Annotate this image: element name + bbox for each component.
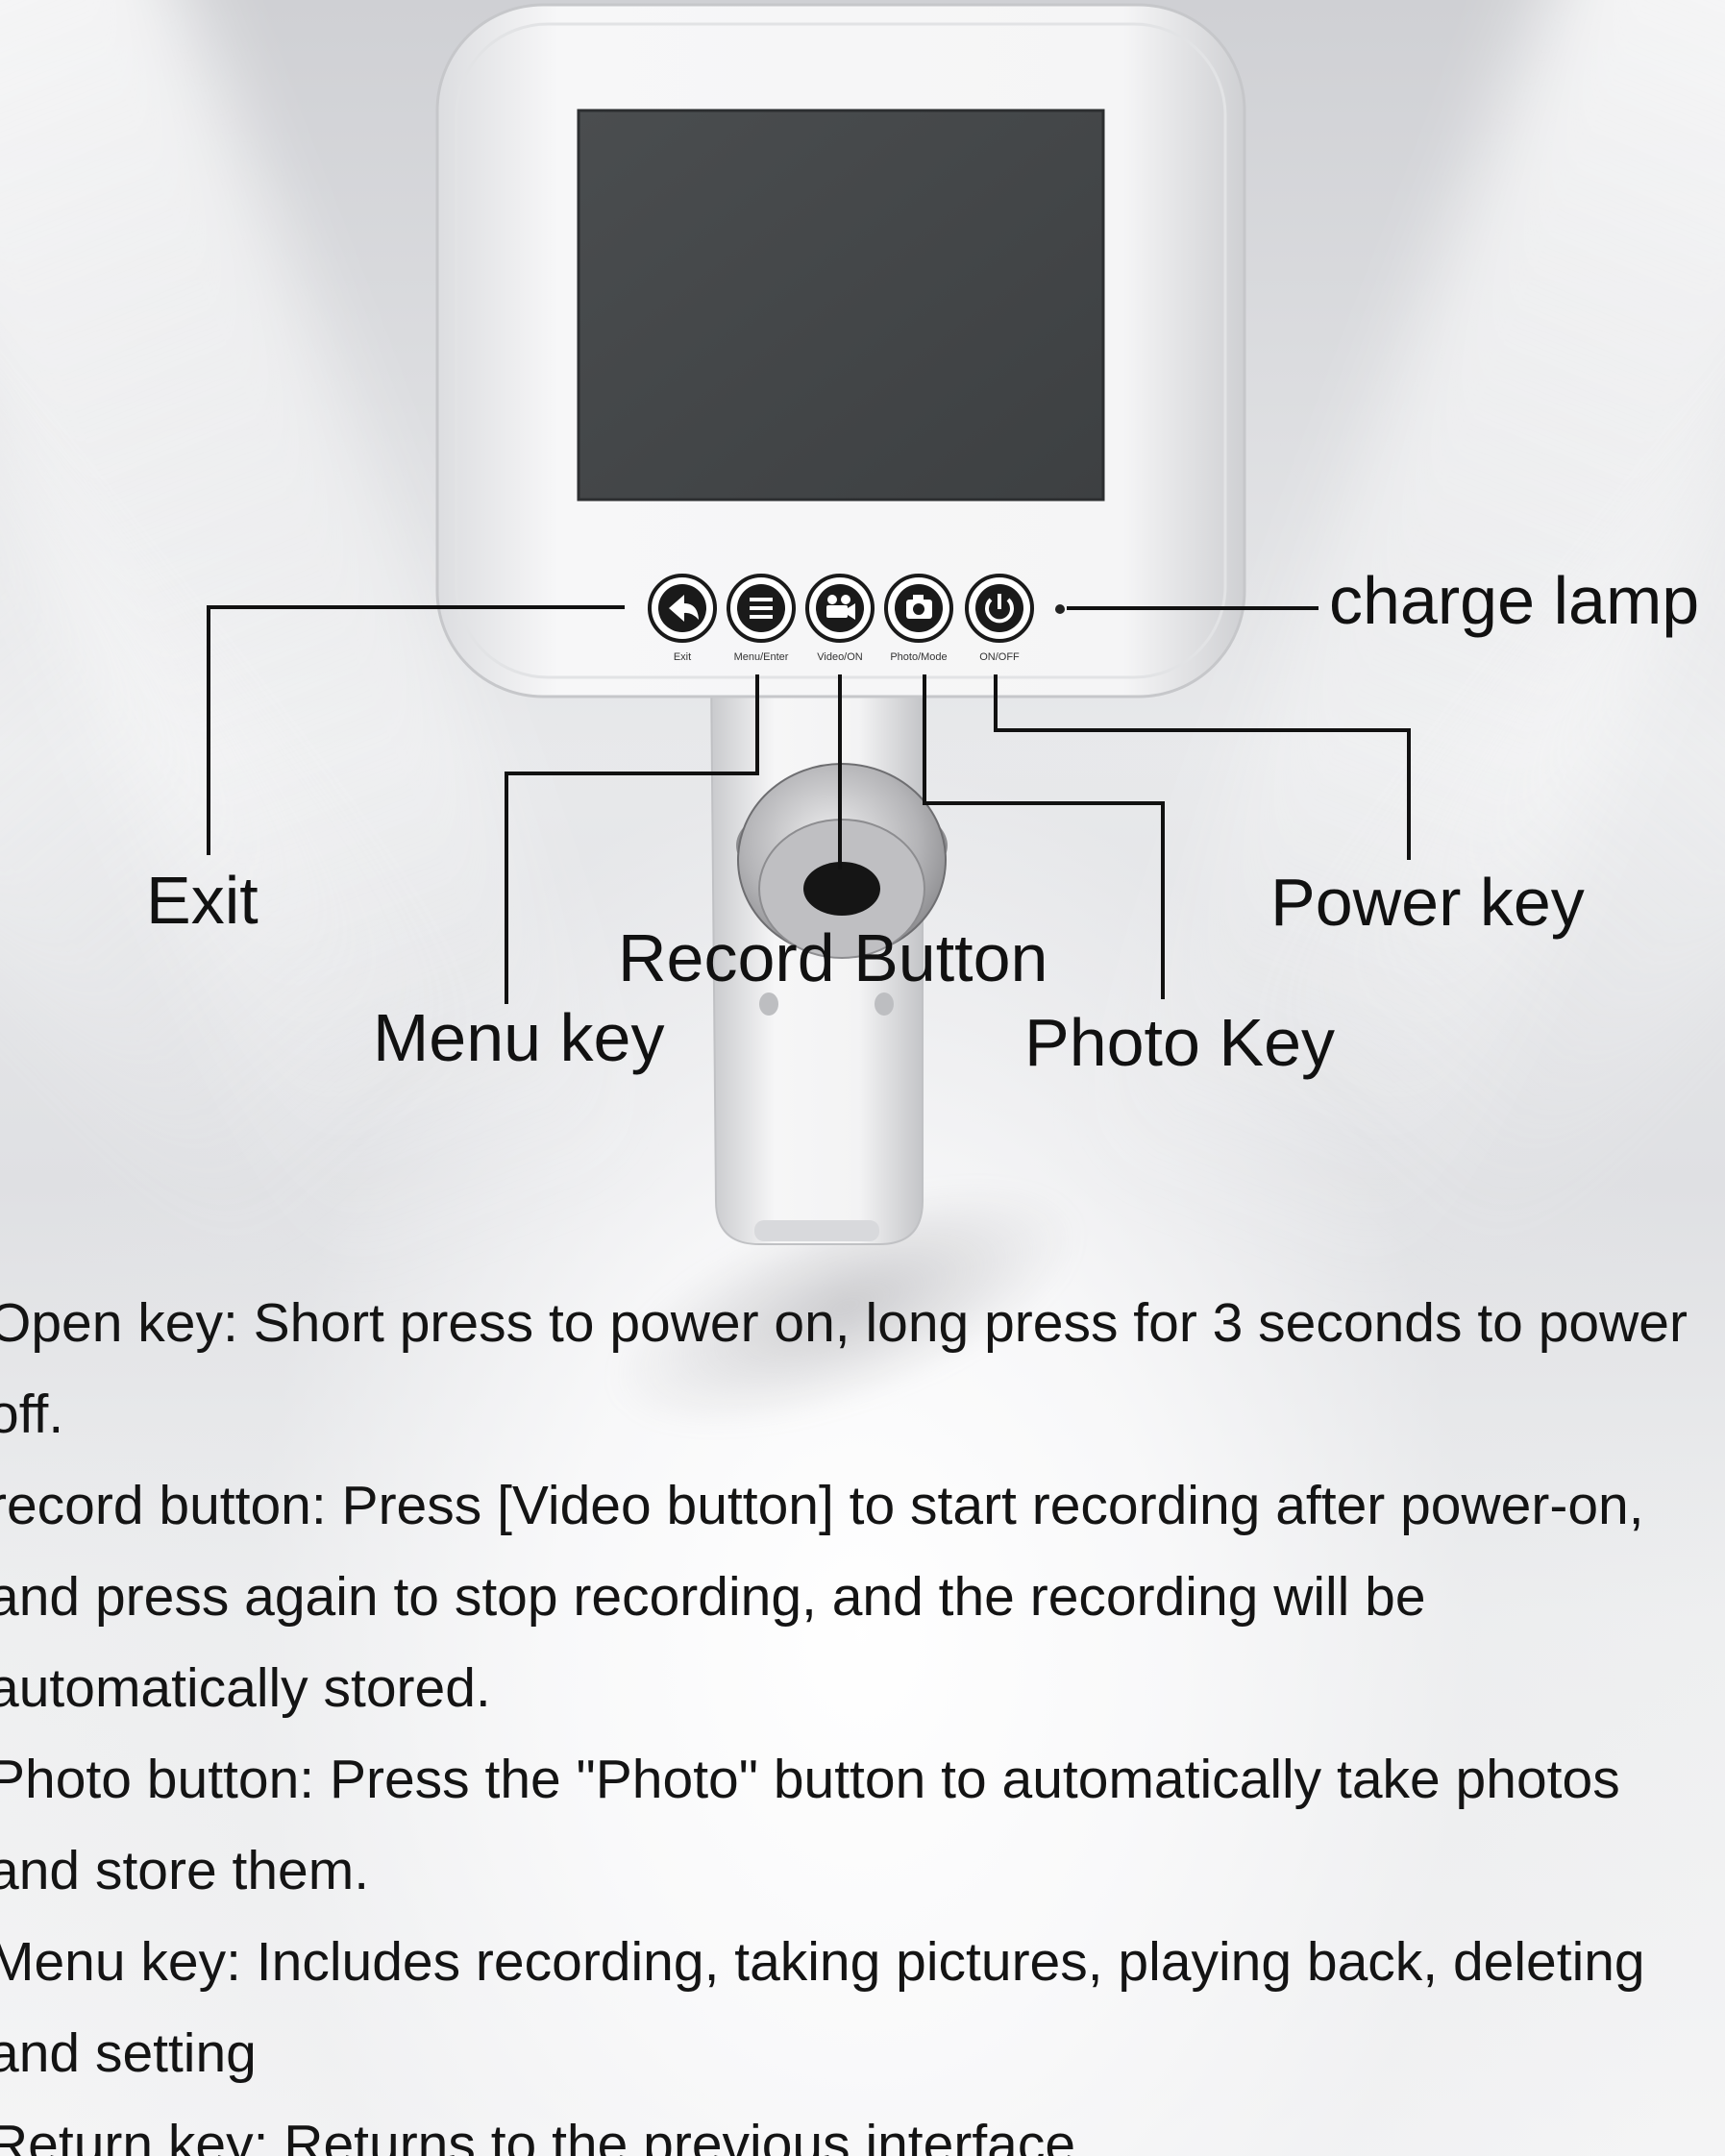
instructions-text: Open key: Short press to power on, long … — [0, 1278, 1725, 2156]
power-icon — [985, 594, 1014, 624]
camera-icon — [906, 595, 932, 619]
caption-on-off: ON/OFF — [979, 651, 1020, 663]
callout-charge-lamp: charge lamp — [1329, 563, 1700, 638]
instruction-line: record button: Press [Video button] to s… — [0, 1475, 1644, 1536]
leader-photo-key — [923, 674, 1165, 999]
instruction-line: and press again to stop recording, and t… — [0, 1566, 1426, 1628]
instruction-line: and setting — [0, 2022, 257, 2084]
instruction-line: Return key: Returns to the previous inte… — [0, 2114, 1091, 2156]
lcd-screen — [577, 109, 1105, 502]
leader-exit — [207, 605, 625, 855]
instruction-line: automatically stored. — [0, 1657, 491, 1719]
instruction-line: off. — [0, 1384, 64, 1445]
callout-record-button: Record Button — [618, 920, 1048, 995]
callout-exit: Exit — [146, 863, 259, 938]
callout-power-key: Power key — [1270, 865, 1585, 940]
instruction-line: Menu key: Includes recording, taking pic… — [0, 1931, 1645, 1993]
instruction-line: and store them. — [0, 1840, 370, 1901]
callout-menu-key: Menu key — [373, 1000, 665, 1075]
instruction-line: Photo button: Press the "Photo" button t… — [0, 1749, 1620, 1810]
back-arrow-icon — [669, 595, 699, 622]
charge-lamp-indicator — [1055, 604, 1065, 614]
caption-menu-enter: Menu/Enter — [734, 651, 789, 663]
callout-photo-key: Photo Key — [1024, 1005, 1335, 1080]
endoscope-device-diagram: Exit Menu/Enter Video/ON Photo/Mode ON/O… — [207, 3, 1411, 1245]
instruction-line: Open key: Short press to power on, long … — [0, 1292, 1688, 1354]
caption-video-on: Video/ON — [817, 651, 863, 663]
leader-menu-key — [505, 674, 759, 1004]
video-camera-icon — [826, 595, 855, 620]
caption-photo-mode: Photo/Mode — [890, 651, 947, 663]
menu-lines-icon — [750, 598, 773, 619]
caption-exit: Exit — [674, 651, 691, 663]
leader-power-key — [994, 674, 1411, 860]
